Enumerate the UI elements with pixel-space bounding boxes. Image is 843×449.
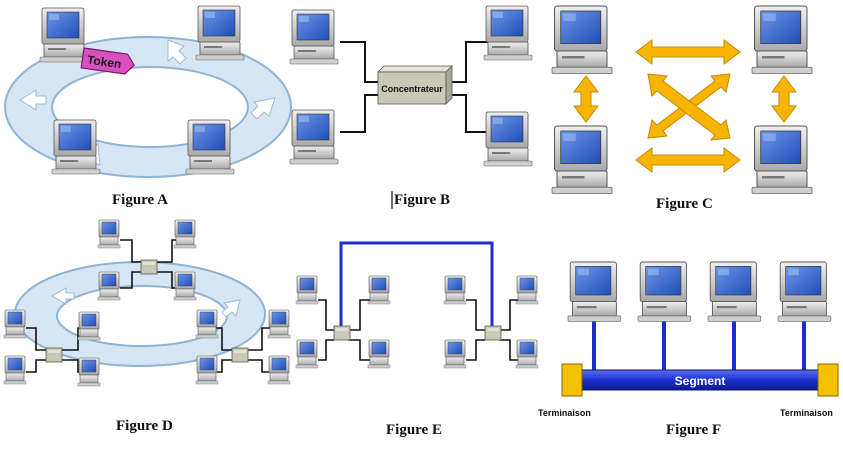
- computer-icon: [295, 275, 319, 305]
- computer-icon: [173, 219, 197, 249]
- backbone-link: [339, 241, 494, 330]
- computer-icon: [185, 119, 235, 175]
- computer-icon: [195, 355, 219, 385]
- computer-icon: [97, 219, 121, 249]
- computer-icon: [173, 271, 197, 301]
- token-label: Token: [86, 53, 122, 72]
- figure-d-hybrid: [3, 219, 291, 387]
- figure-b-star: Concentrateur: [289, 5, 533, 167]
- computer-icon: [3, 309, 27, 339]
- computer-icon: [751, 125, 813, 195]
- computer-icon: [483, 111, 533, 167]
- figure-a-token-ring: Token: [4, 5, 292, 178]
- computer-icon: [195, 5, 245, 61]
- figure-c-mesh: [551, 5, 813, 195]
- caption-figure-d: Figure D: [116, 418, 173, 434]
- segment-label: Segment: [675, 374, 726, 388]
- computer-icon: [195, 309, 219, 339]
- bidirectional-arrow-icon: [635, 39, 741, 65]
- computer-icon: [289, 109, 339, 165]
- terminator-left: [561, 363, 583, 397]
- hub-icon: [45, 347, 63, 363]
- bidirectional-arrow-icon: [573, 75, 599, 123]
- terminator-right: [817, 363, 839, 397]
- computer-icon: [267, 355, 291, 385]
- bidirectional-arrow-icon: [635, 147, 741, 173]
- hub-icon: [484, 325, 502, 341]
- caption-figure-e: Figure E: [386, 422, 442, 438]
- bidirectional-arrow-icon: [647, 73, 731, 141]
- hub-icon: [333, 325, 351, 341]
- concentrator-hub: Concentrateur: [377, 65, 453, 105]
- figure-f-bus: Segment Terminaison Terminaison: [538, 261, 839, 418]
- computer-icon: [443, 275, 467, 305]
- computer-icon: [443, 339, 467, 369]
- computer-icon: [551, 5, 613, 75]
- caption-figure-a: Figure A: [112, 192, 168, 208]
- computer-icon: [77, 357, 101, 387]
- computer-icon: [567, 261, 622, 322]
- caption-figure-b: Figure B: [394, 192, 450, 208]
- token-tag: Token: [80, 47, 135, 75]
- hub-icon: [140, 259, 158, 275]
- computer-icon: [3, 355, 27, 385]
- computer-icon: [367, 275, 391, 305]
- hub-icon: [231, 347, 249, 363]
- caption-figure-f: Figure F: [666, 422, 722, 438]
- computer-icon: [777, 261, 832, 322]
- computer-icon: [483, 5, 533, 61]
- computer-icon: [515, 275, 539, 305]
- computer-icon: [77, 311, 101, 341]
- computer-icon: [267, 309, 291, 339]
- computer-icon: [295, 339, 319, 369]
- computer-icon: [51, 119, 101, 175]
- computer-icon: [751, 5, 813, 75]
- terminator-right-label: Terminaison: [780, 408, 833, 418]
- computer-icon: [707, 261, 762, 322]
- computer-icon: [289, 9, 339, 65]
- computer-icon: [39, 7, 89, 63]
- ring-arrow-icon: [167, 39, 187, 65]
- computer-icon: [637, 261, 692, 322]
- computer-icon: [367, 339, 391, 369]
- figure-e-linked-stars: [295, 241, 539, 369]
- computer-icon: [515, 339, 539, 369]
- bidirectional-arrow-icon: [771, 75, 797, 123]
- computer-icon: [97, 271, 121, 301]
- caption-figure-c: Figure C: [656, 196, 713, 212]
- ring-arrow-icon: [221, 299, 241, 318]
- ring-arrow-icon: [50, 287, 75, 305]
- ring-arrow-icon: [19, 89, 47, 111]
- segment-cable: Segment: [579, 369, 821, 391]
- computer-icon: [551, 125, 613, 195]
- hub-label: Concentrateur: [381, 84, 443, 94]
- terminator-left-label: Terminaison: [538, 408, 591, 418]
- ring-arrow-icon: [250, 97, 276, 120]
